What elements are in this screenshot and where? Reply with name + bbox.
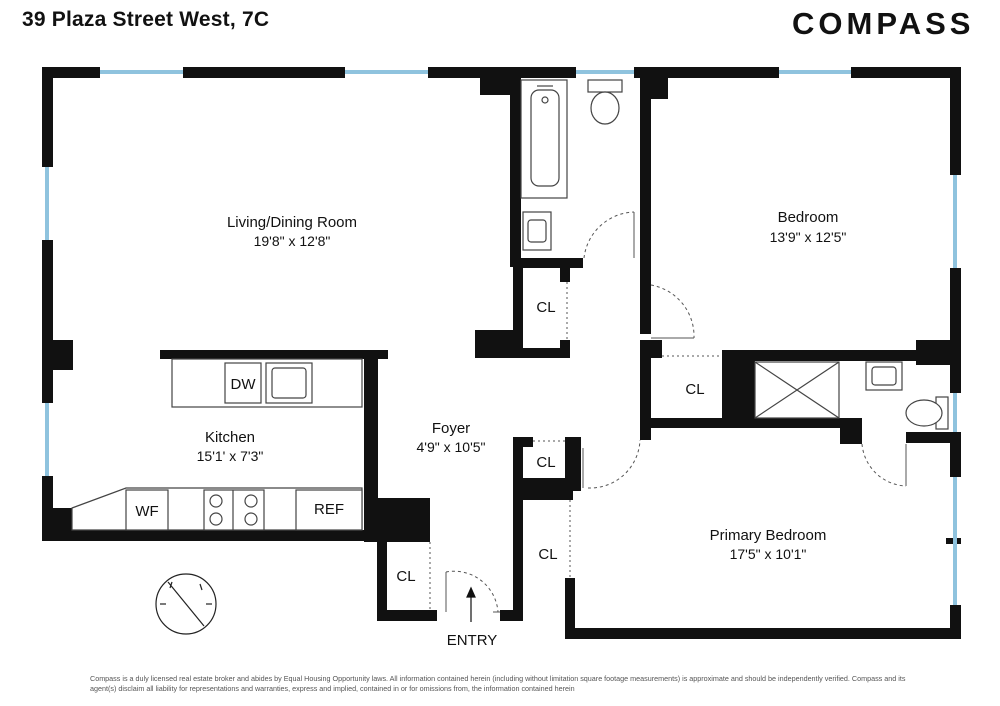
toilet-icon [587,79,623,125]
toilet-icon [905,396,949,430]
room-name: Bedroom [778,209,839,226]
walls [42,67,961,639]
wine-fridge [125,489,169,531]
room-name: Kitchen [205,429,255,446]
closet-label: CL [536,299,555,316]
compass-logo: COMPASS [792,6,975,41]
closet-label: CL [396,568,415,585]
room-dims: 4'9" x 10'5" [417,439,486,455]
dishwasher-label: DW [231,376,257,393]
fixtures [71,79,949,531]
stove-icon [203,489,265,531]
doors [429,211,907,613]
room-name: Foyer [432,420,470,437]
windows [45,70,957,605]
refrigerator [295,489,363,531]
room-dims: 15'1' x 7'3" [197,448,264,464]
closet-label: CL [538,546,557,563]
compass-rose-icon [155,573,217,635]
room-dims: 13'9" x 12'5" [770,229,847,245]
sink-icon [865,361,903,391]
entry-label: ENTRY [447,632,498,649]
shower-icon [754,361,840,419]
legal-disclaimer: Compass is a duly licensed real estate b… [90,674,906,693]
sink-icon [265,362,313,404]
closet-label: CL [685,381,704,398]
wine-fridge-label: WF [135,503,158,520]
dishwasher [224,362,262,404]
refrigerator-label: REF [314,501,344,518]
closet-label: CL [536,454,555,471]
room-dims: 19'8" x 12'8" [254,233,331,249]
room-name: Primary Bedroom [710,527,827,544]
room-name: Living/Dining Room [227,214,357,231]
sink-icon [522,211,552,251]
room-dims: 17'5" x 10'1" [730,546,807,562]
entry-arrow-icon [466,586,476,622]
listing-address: 39 Plaza Street West, 7C [22,8,270,31]
